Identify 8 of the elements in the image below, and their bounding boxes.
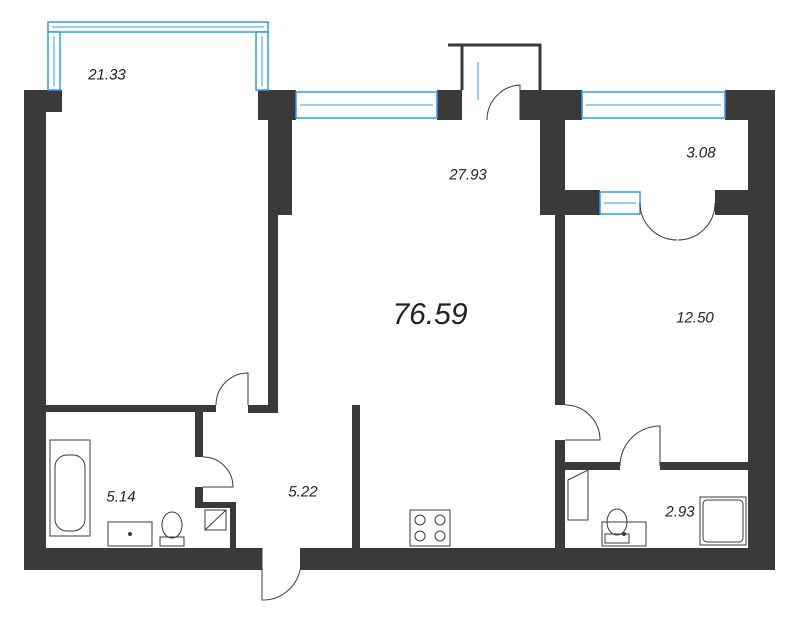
room-area-label: 5.14 (106, 488, 136, 506)
room-area-label: 21.33 (88, 66, 126, 84)
room-area-label: 3.08 (686, 144, 716, 162)
room-area-label: 2.93 (665, 504, 695, 520)
room-area-label: 5.22 (288, 484, 318, 500)
room-area-label: 27.93 (449, 166, 487, 184)
room-area-label: 76.59 (392, 298, 468, 332)
room-area-label: 12.50 (676, 310, 714, 326)
